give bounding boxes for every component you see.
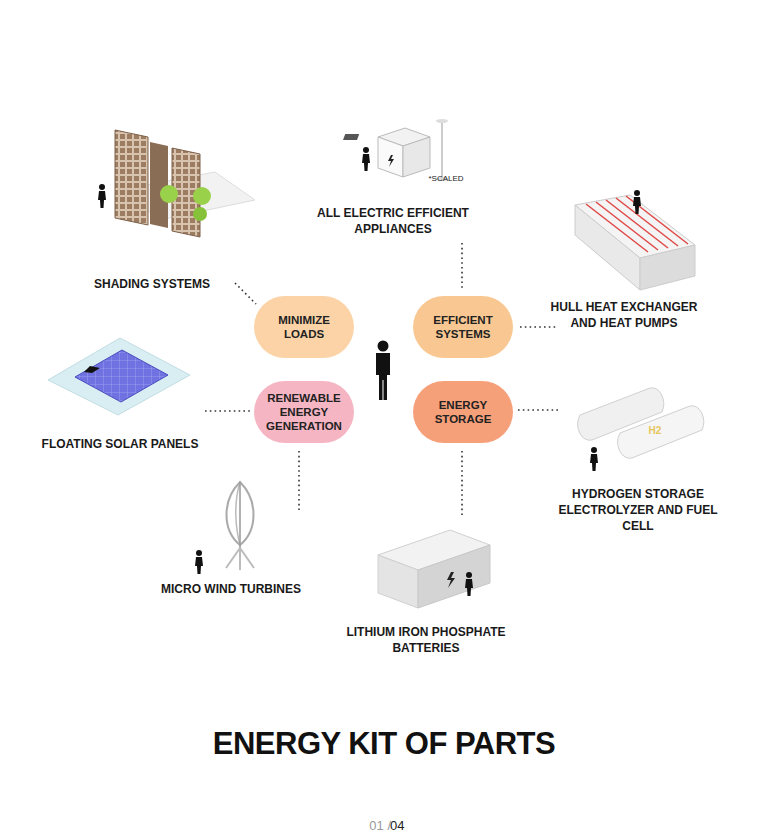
component-label: 04 [390, 817, 414, 833]
appliance-illustration [343, 119, 448, 181]
component-label: HYDROGEN STORAGE ELECTROLYZER AND FUEL C… [553, 486, 723, 534]
category-blob: ENERGY STORAGE [413, 381, 513, 443]
category-text: RENEWABLE ENERGY GENERATION [264, 391, 344, 433]
component-label: ALL ELECTRIC EFFICIENT APPLIANCES [308, 205, 478, 237]
component-label: 01 / [361, 817, 391, 833]
category-text: EFFICIENT SYSTEMS [423, 313, 503, 341]
component-label: MICRO WIND TURBINES [151, 581, 311, 597]
component-label: H2 [643, 424, 667, 438]
person-figure [376, 341, 390, 401]
heat-exchanger-illustration [575, 190, 695, 290]
category-blob: RENEWABLE ENERGY GENERATION [254, 381, 354, 443]
category-text: MINIMIZE LOADS [264, 313, 344, 341]
wind-turbine-illustration [195, 482, 254, 574]
category-blob: EFFICIENT SYSTEMS [413, 296, 513, 358]
component-label: HULL HEAT EXCHANGER AND HEAT PUMPS [544, 299, 704, 331]
leader-line [205, 243, 560, 515]
component-label: *SCALED [416, 174, 476, 184]
hydrogen-illustration [578, 388, 704, 471]
category-text: ENERGY STORAGE [423, 398, 503, 426]
component-label: LITHIUM IRON PHOSPHATE BATTERIES [341, 624, 511, 656]
category-blob: MINIMIZE LOADS [254, 296, 354, 358]
shading-illustration [98, 130, 255, 237]
diagram-title: ENERGY KIT OF PARTS [0, 726, 768, 762]
component-label: SHADING SYSTEMS [77, 276, 227, 292]
component-label: FLOATING SOLAR PANELS [40, 436, 200, 452]
solar-illustration [48, 338, 190, 415]
battery-illustration [378, 530, 490, 608]
